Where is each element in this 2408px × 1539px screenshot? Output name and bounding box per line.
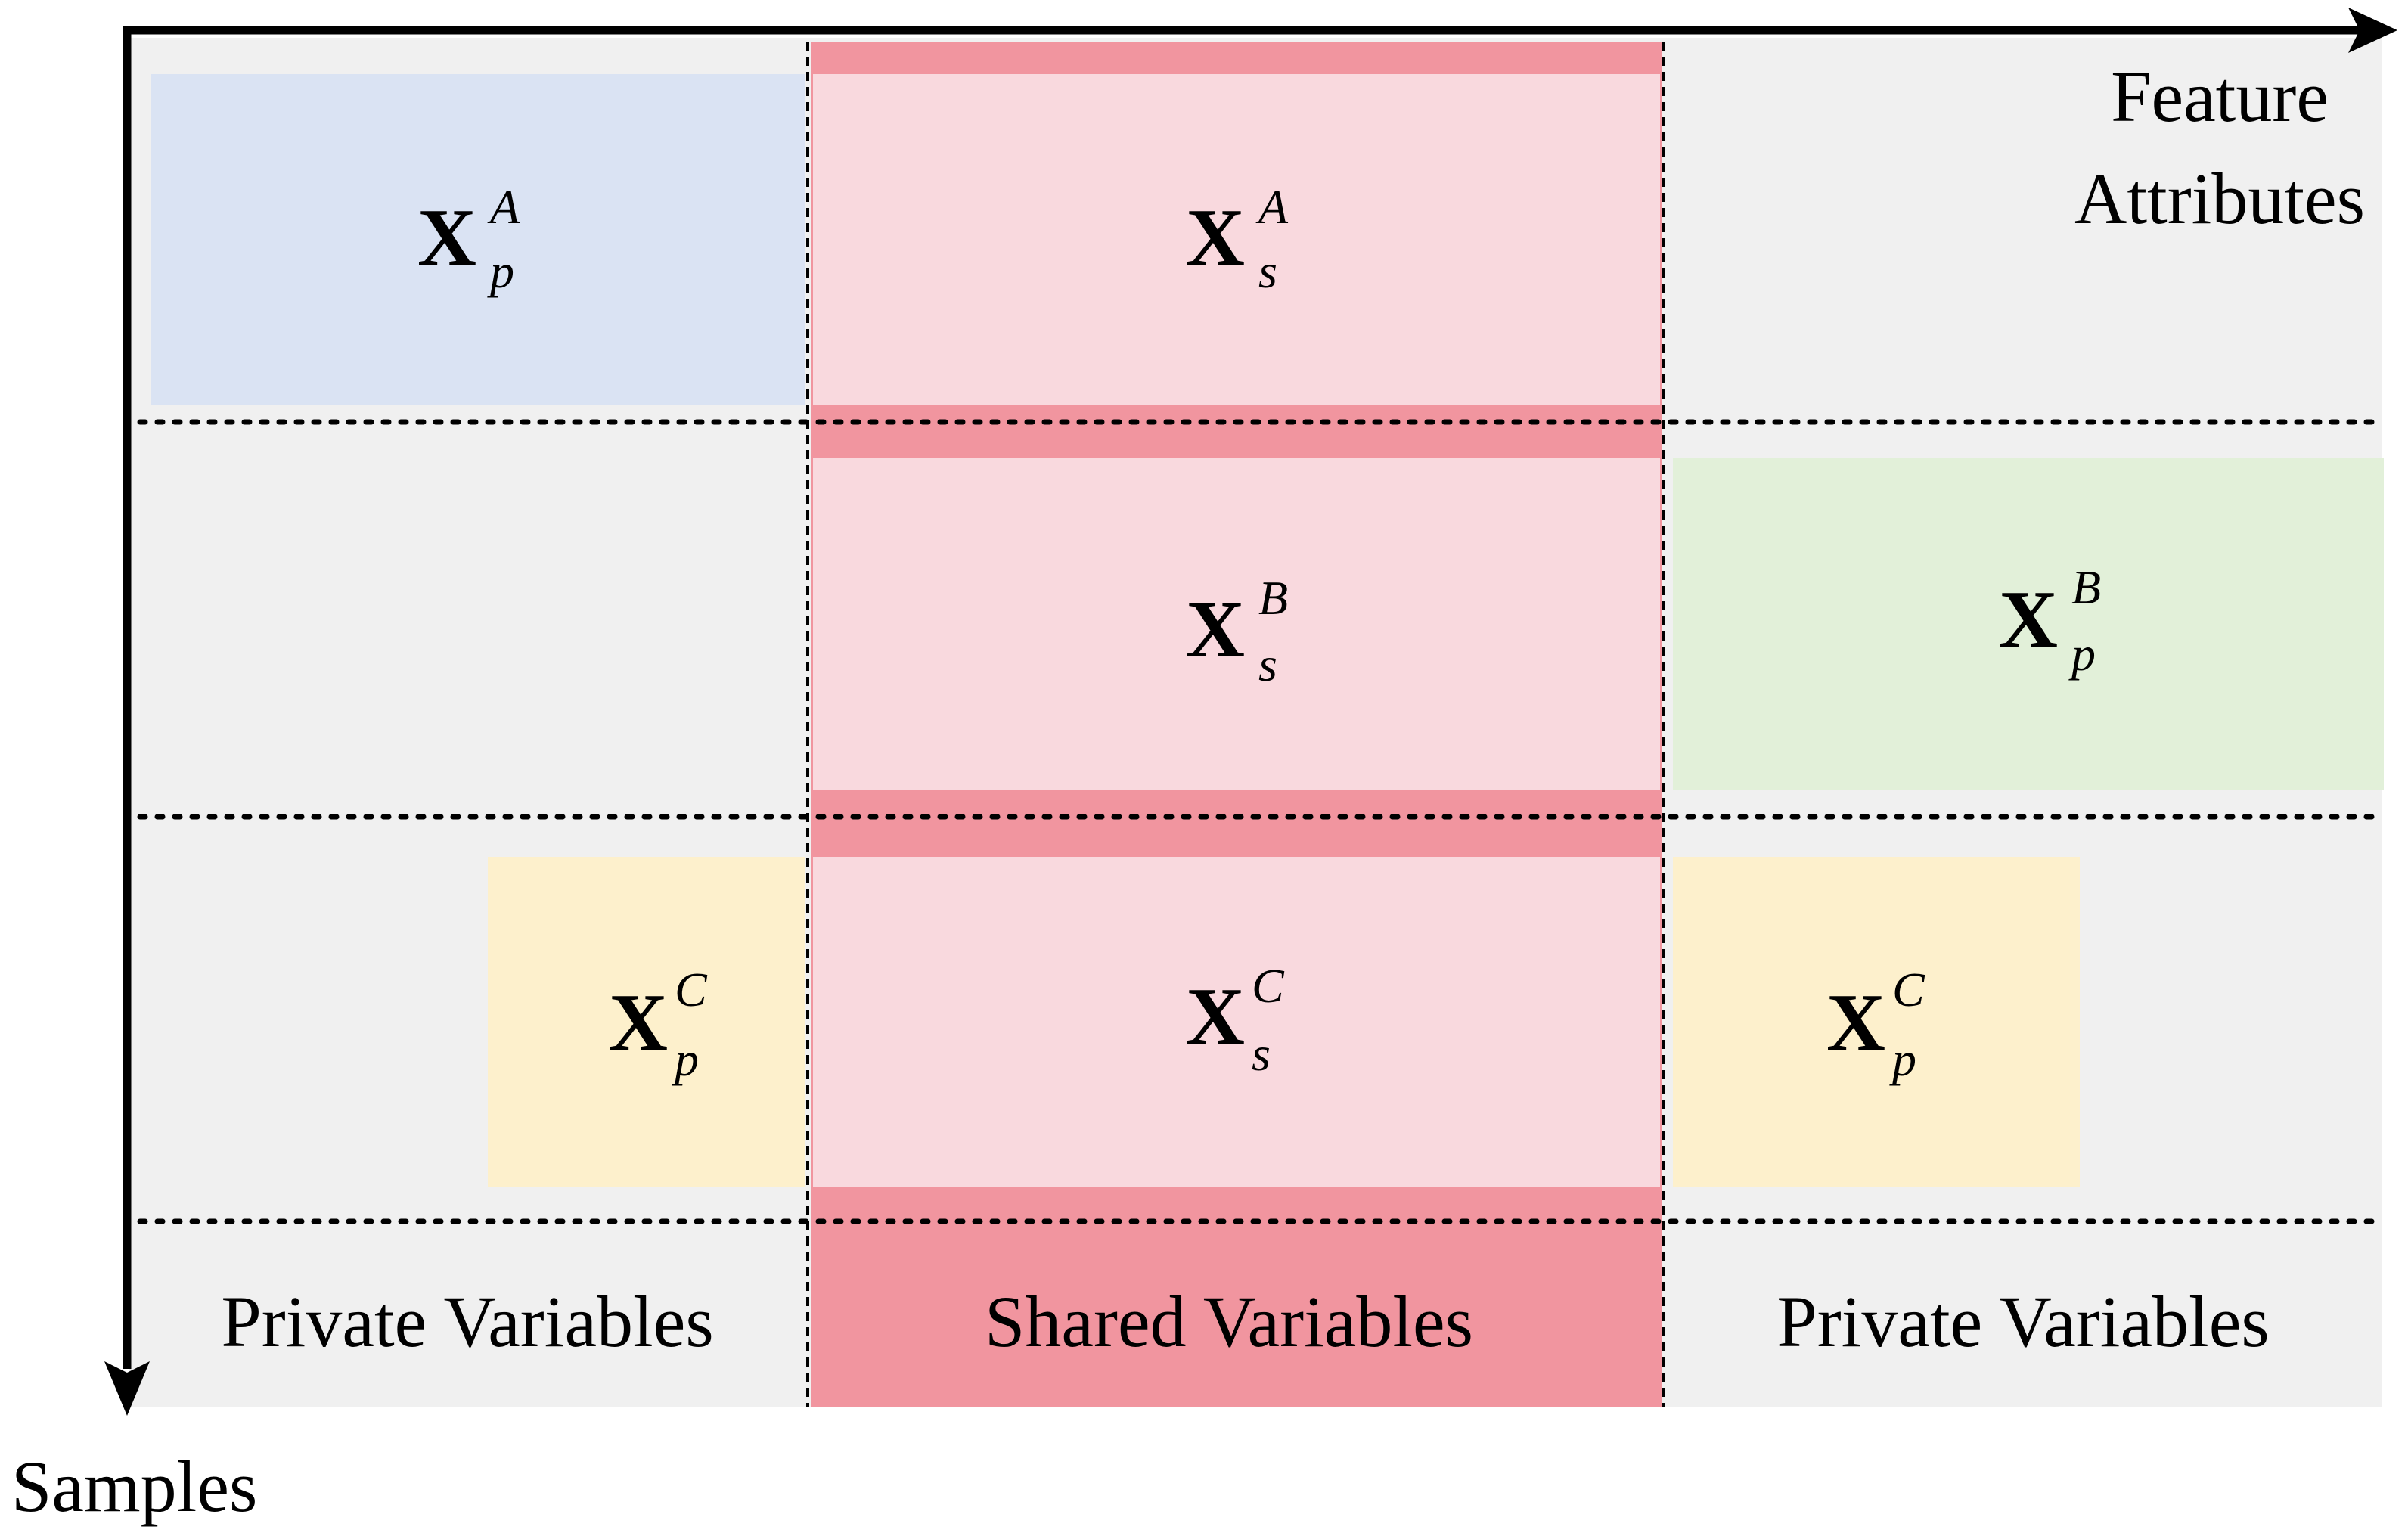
label-xs-b: X B s [1186,571,1288,691]
svg-text:p: p [487,244,514,298]
svg-text:X: X [1186,972,1245,1062]
label-xs-a: X A s [1186,180,1289,298]
block-xs-a [813,74,1660,405]
svg-text:s: s [1258,638,1277,691]
svg-text:A: A [487,180,520,234]
block-xs-b [813,458,1660,790]
svg-text:X: X [417,193,476,283]
svg-text:p: p [2068,627,2096,681]
svg-text:p: p [672,1032,699,1086]
label-xs-c: X C s [1186,959,1285,1081]
label-xp-c-right: X C p [1826,963,1925,1086]
label-xp-c-left: X C p [609,963,708,1086]
block-xp-a [151,74,805,405]
svg-text:X: X [609,978,668,1068]
column-label-shared: Shared Variables [985,1281,1473,1362]
svg-text:X: X [1186,193,1245,283]
block-xp-c-left [488,857,805,1187]
svg-text:C: C [675,963,708,1016]
y-axis-label: Samples [11,1446,257,1527]
y-axis-arrowhead [104,1361,150,1416]
svg-text:B: B [2071,560,2101,614]
svg-text:C: C [1892,963,1925,1016]
column-label-right-private: Private Variables [1777,1281,2269,1362]
block-xp-b [1673,458,2384,790]
svg-text:s: s [1258,244,1277,298]
svg-text:A: A [1255,180,1289,234]
label-xp-b: X B p [1999,560,2101,681]
x-axis-label-line2: Attributes [2074,158,2365,239]
svg-text:p: p [1889,1032,1916,1086]
svg-text:X: X [1999,575,2058,665]
label-xp-a: X A p [417,180,520,298]
svg-text:X: X [1186,585,1245,675]
x-axis-arrowhead [2348,8,2397,53]
block-xp-c-right [1673,857,2080,1187]
svg-text:X: X [1826,978,1885,1068]
block-xs-c [813,857,1660,1187]
x-axis-label-line1: Feature [2111,56,2329,137]
column-label-left-private: Private Variables [221,1281,713,1362]
svg-text:C: C [1252,959,1285,1013]
svg-text:s: s [1252,1027,1271,1081]
svg-text:B: B [1258,571,1288,625]
